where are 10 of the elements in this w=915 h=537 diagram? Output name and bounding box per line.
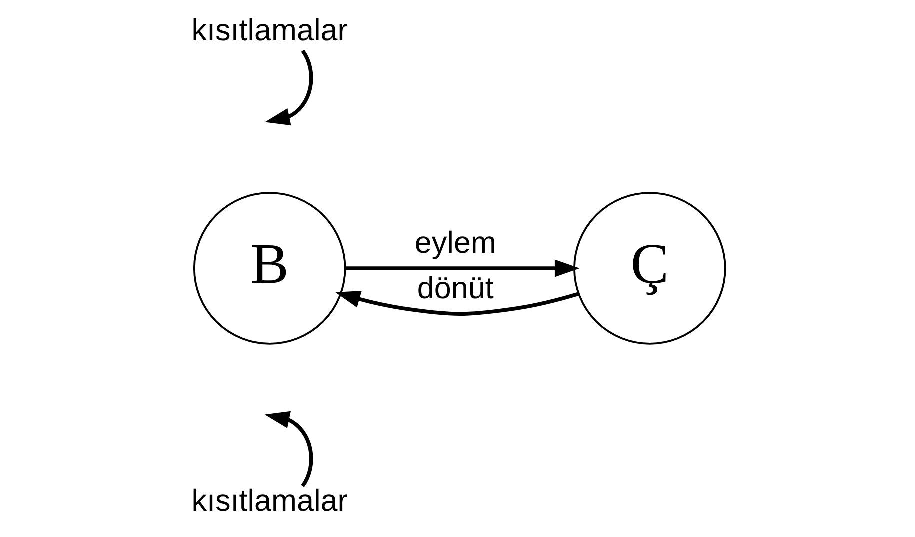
arrow [265,50,314,126]
edge-label: eylem [414,226,496,260]
node-circle: B [193,192,346,345]
arrow [264,411,314,488]
arrow [336,290,580,316]
edge-label: dönüt [417,272,494,306]
node-circle: Ç [574,192,726,345]
node-text: kısıtlamalar [192,13,348,48]
node-text: kısıtlamalar [192,484,348,518]
arrow [346,260,580,278]
